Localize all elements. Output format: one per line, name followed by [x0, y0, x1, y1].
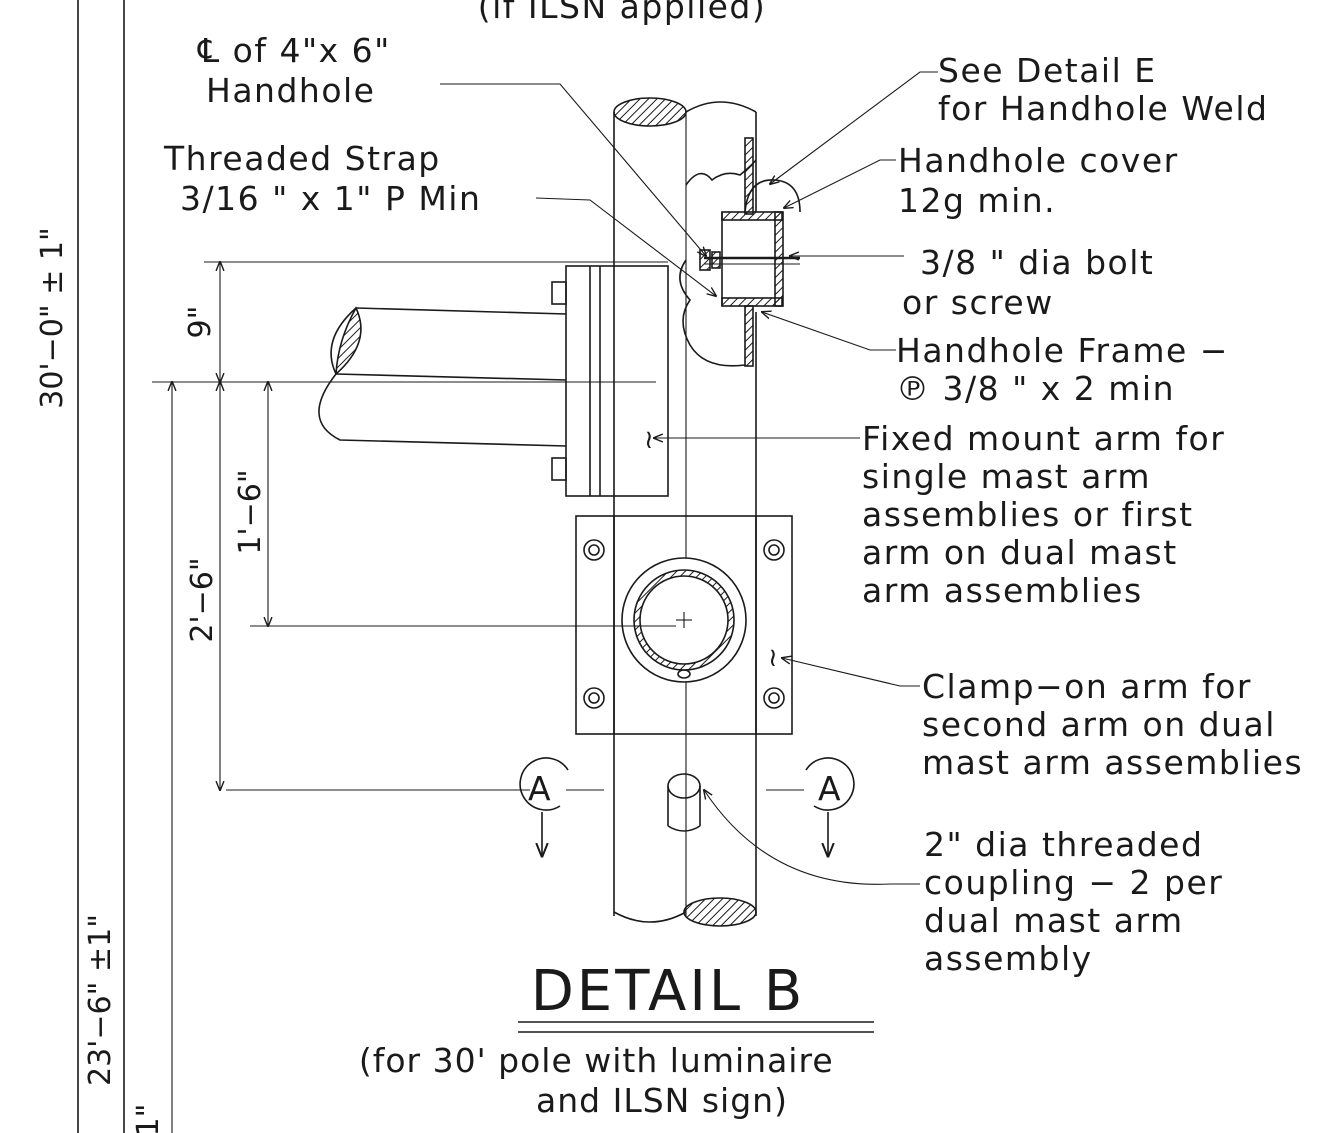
label-fixed-mount-arm: Fixed mount arm for single mast arm asse… [862, 419, 1237, 610]
leader-lines [440, 71, 938, 885]
label-handhole-center: ℄ of 4"x 6" Handhole [197, 31, 403, 110]
label-handhole-frame: Handhole Frame − ℗ 3/8 " x 2 min [896, 331, 1241, 408]
detail-subtitle: (for 30' pole with luminaire and ILSN si… [359, 1041, 845, 1120]
label-bolt: 3/8 " dia bolt or screw [902, 243, 1166, 322]
label-detail-e: See Detail E for Handhole Weld [938, 51, 1268, 128]
dimension-one-six: 1'−6" [233, 469, 268, 554]
dimension-nine-in: 9" [183, 306, 218, 339]
pole [613, 97, 757, 927]
dimension-two-six: 2'−6" [185, 557, 220, 642]
label-coupling: 2" dia threaded coupling − 2 per dual ma… [924, 825, 1235, 978]
section-marker-left: A [519, 757, 604, 856]
clamp-bolt [583, 687, 605, 709]
handhole-frame [721, 211, 784, 367]
dimension-lower: 23'−6" ±1" [83, 914, 118, 1086]
label-threaded-strap: Threaded Strap 3/16 " x 1" P Min [163, 139, 481, 218]
clamp-on-arm: ≀ [575, 515, 793, 735]
detail-title: DETAIL B [531, 959, 806, 1024]
dimension-lines [152, 262, 676, 1133]
fixed-arm-symbol: ≀ [644, 425, 654, 455]
svg-text:A: A [528, 769, 552, 808]
dimension-partial: 1" [131, 1104, 166, 1133]
clamp-arm-symbol: ≀ [768, 643, 778, 673]
handhole-bolt [699, 249, 800, 271]
clamp-bolt [763, 539, 785, 561]
section-marker-right: A [766, 757, 855, 856]
coupling [667, 773, 701, 832]
label-handhole-cover: Handhole cover 12g min. [898, 141, 1191, 220]
label-clamp-on-arm: Clamp−on arm for second arm on dual mast… [922, 667, 1303, 782]
dimension-overall: 30'−0" ± 1" [35, 227, 70, 409]
fixed-mount-arm: ≀ [318, 265, 669, 497]
clamp-bolt [583, 539, 605, 561]
top-cut-label: (if ILSN applied) [478, 0, 766, 26]
handhole-cover [744, 137, 801, 215]
clamp-bolt [763, 687, 785, 709]
svg-text:A: A [818, 769, 842, 808]
